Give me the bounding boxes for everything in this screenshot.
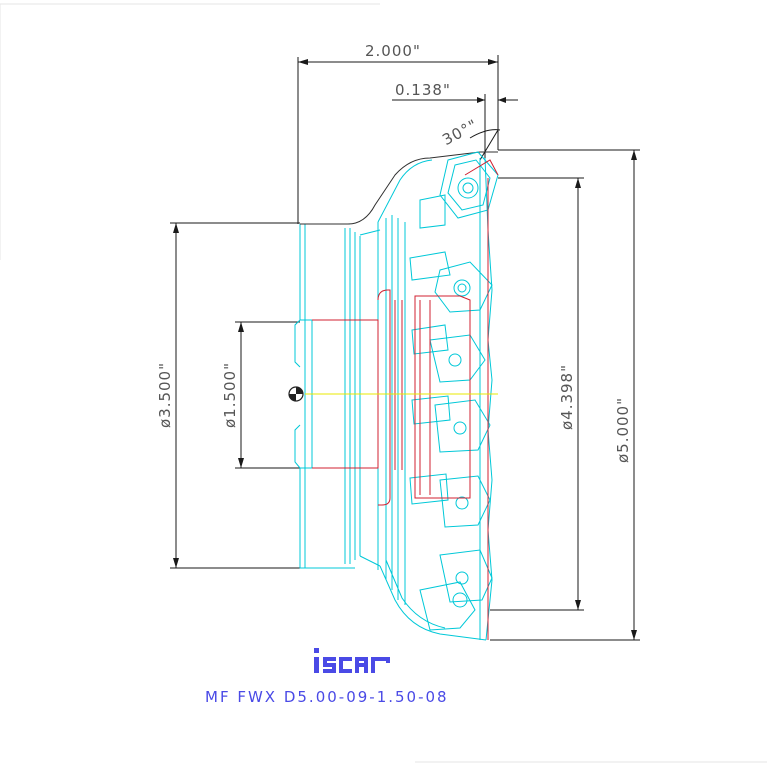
- insert-pocket-4: [411, 395, 491, 453]
- iscar-logo: iscar: [0, 0, 390, 673]
- cutter-body: [294, 151, 499, 641]
- insert-pocket-2: [409, 251, 493, 313]
- dim-bore-dia-label: ø1.500": [221, 362, 239, 428]
- logo-text: iscar: [0, 0, 3, 1]
- dim-angle-label: 30°": [439, 116, 481, 149]
- insert-pocket-3: [411, 324, 486, 383]
- dim-inner-dia-label: ø4.398": [558, 364, 576, 430]
- center-mark-icon: [288, 386, 304, 402]
- hidden-lines: [312, 159, 499, 640]
- insert-pocket-6: [419, 549, 493, 631]
- model-code: MF FWX D5.00-09-1.50-08: [205, 688, 449, 706]
- dim-offset-label: 0.138": [395, 81, 451, 99]
- dim-shank-dia-label: ø3.500": [156, 362, 174, 428]
- dim-outer-dia-label: ø5.000": [614, 397, 632, 463]
- dimension-lines: [170, 55, 640, 641]
- dim-length-label: 2.000": [365, 42, 421, 60]
- insert-pocket-5: [409, 473, 491, 528]
